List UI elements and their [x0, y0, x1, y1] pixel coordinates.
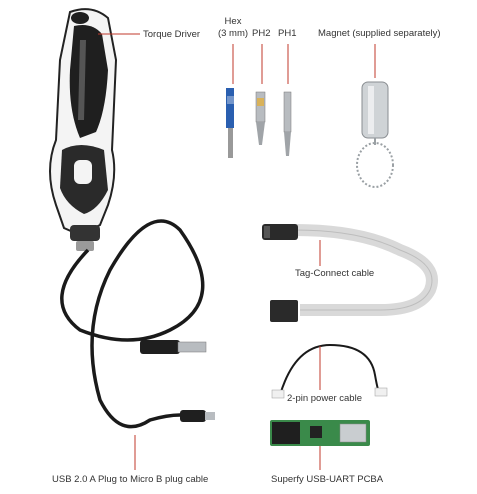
label-power-cable: 2-pin power cable [287, 393, 362, 404]
power-cable-image [271, 343, 388, 399]
label-hex-line2: (3 mm) [217, 28, 249, 39]
label-ph1: PH1 [278, 28, 297, 39]
pcba-image [270, 420, 370, 446]
label-ph2: PH2 [252, 28, 271, 39]
label-tag-connect: Tag-Connect cable [295, 268, 375, 279]
torque-driver-image [49, 8, 118, 251]
hex-bit-image [226, 88, 234, 158]
label-usb-cable: USB 2.0 A Plug to Micro B plug cable [52, 474, 209, 485]
label-magnet: Magnet (supplied separately) [318, 28, 441, 39]
label-pcba: Superfy USB-UART PCBA [271, 474, 384, 485]
label-hex-line1: Hex [224, 16, 242, 27]
ph1-bit-image [283, 91, 292, 156]
label-torque-driver: Torque Driver [143, 29, 201, 40]
usb-cable-image [60, 219, 215, 429]
magnet-image [356, 81, 394, 188]
tag-connect-cable-image [262, 224, 438, 322]
ph2-bit-image [255, 91, 266, 145]
